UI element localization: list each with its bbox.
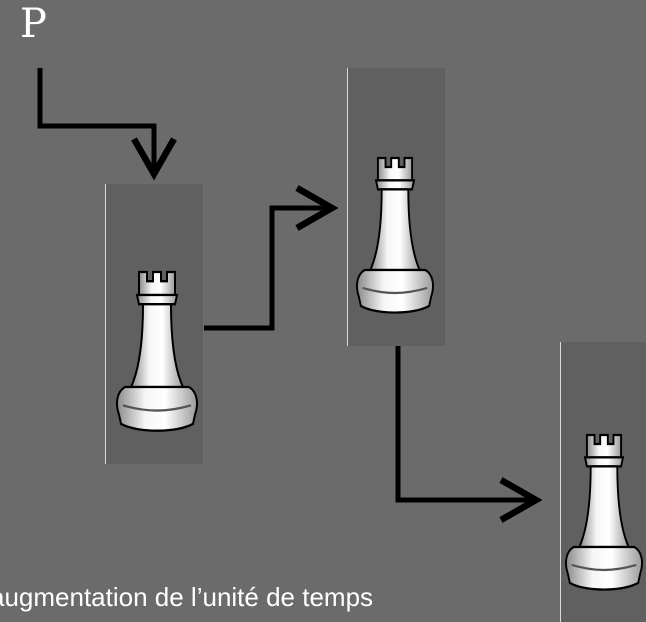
cell-edge <box>347 68 348 346</box>
arrow-p-to-step-1 <box>37 68 177 181</box>
rook-icon <box>564 433 644 591</box>
rook-icon <box>355 156 435 314</box>
start-label: P <box>20 1 47 47</box>
rook-icon <box>115 270 199 432</box>
caption: augmentation de l’unité de temps <box>0 582 374 612</box>
arrow-step-2-to-step-3 <box>395 346 543 523</box>
arrow-step-1-to-step-2 <box>204 185 339 331</box>
cell-edge <box>105 184 106 464</box>
cell-edge <box>560 342 561 622</box>
